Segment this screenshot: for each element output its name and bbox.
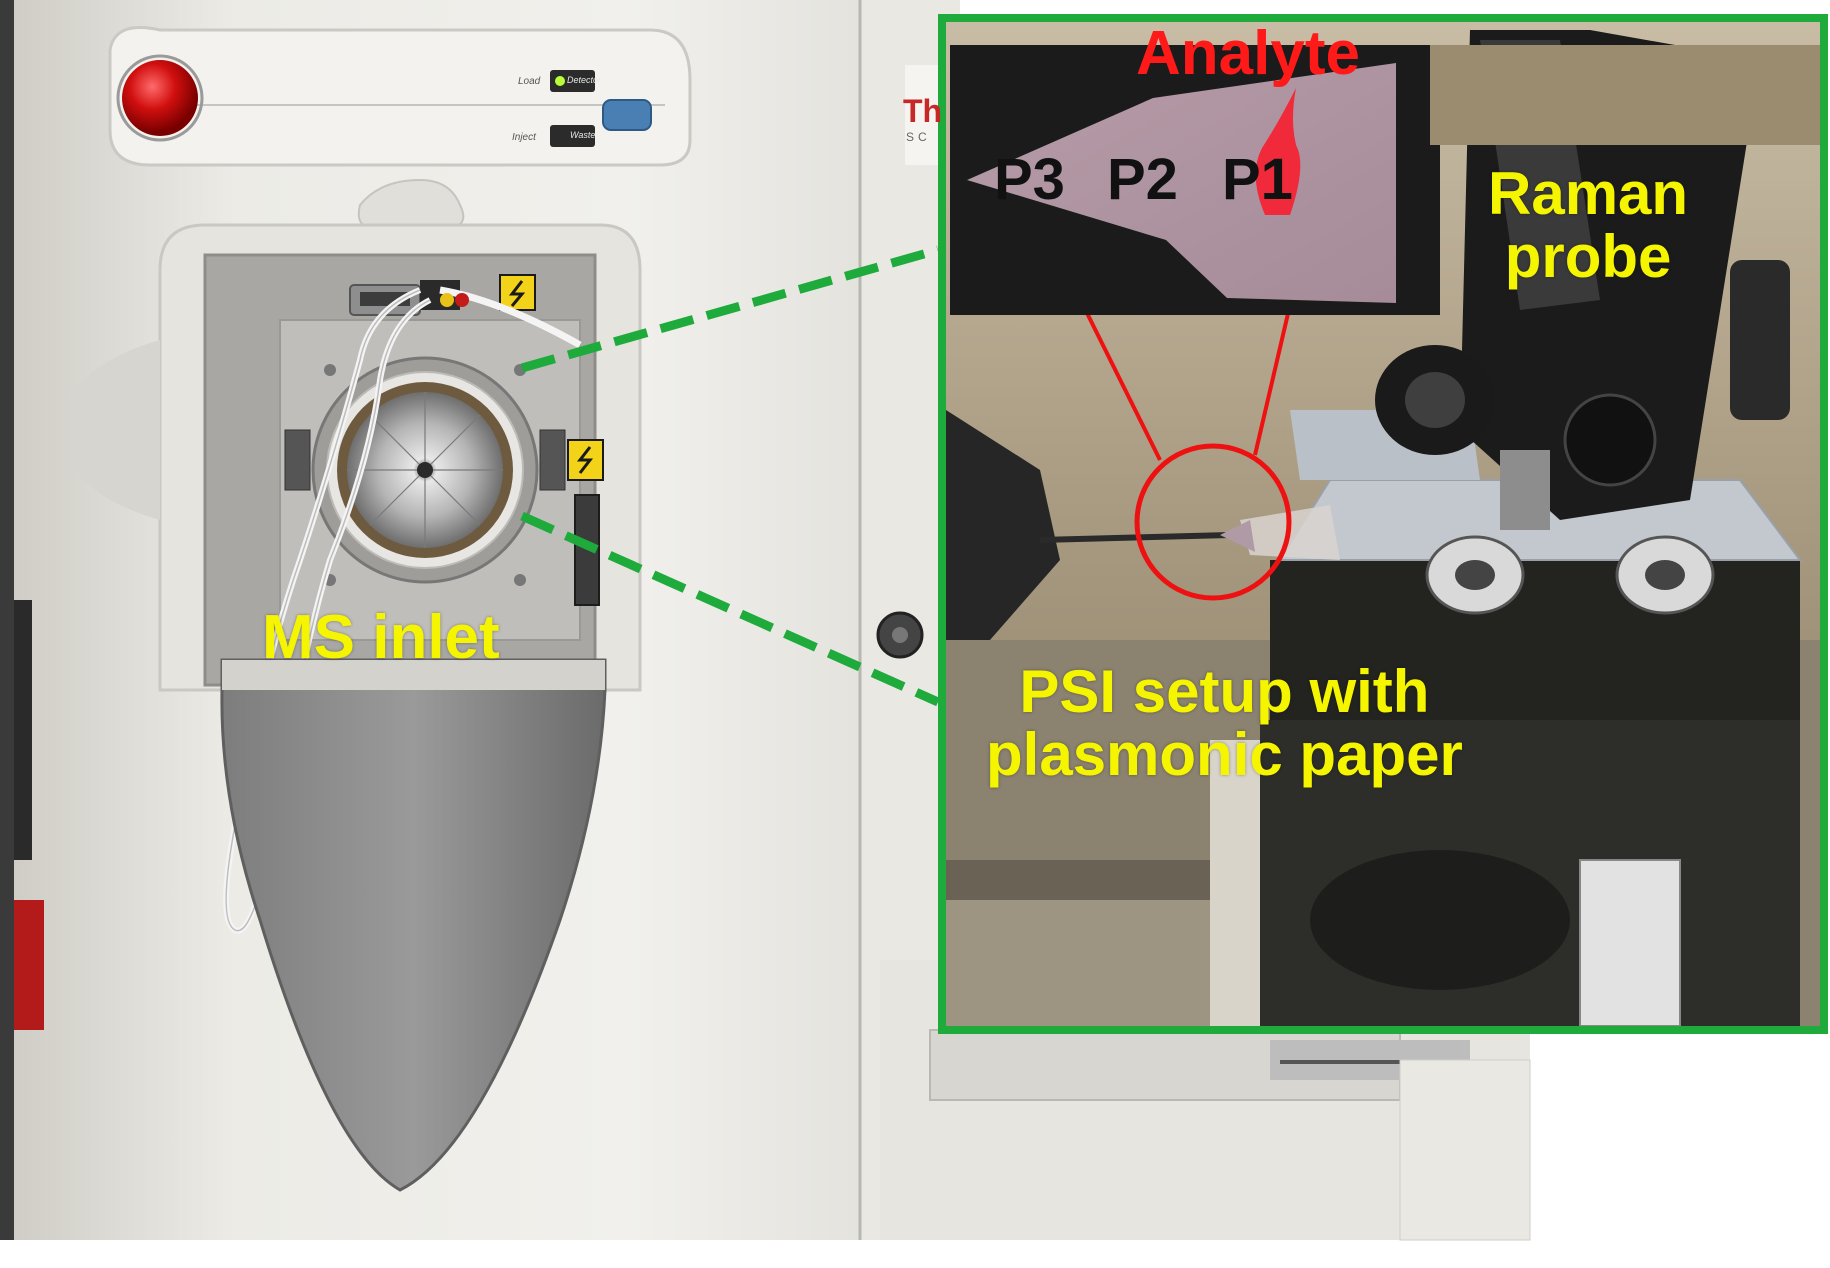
analyte-label: Analyte <box>1136 19 1360 88</box>
p2-label: P2 <box>1107 147 1178 212</box>
zoom-circle <box>1134 443 1292 601</box>
analyte-drop <box>1255 88 1301 215</box>
detector-label: Detector <box>567 75 602 85</box>
p1-label: P1 <box>1222 147 1293 212</box>
ms-inlet-label: MS inlet <box>262 603 500 672</box>
micrometer <box>1579 859 1681 1026</box>
waste-label: Waste <box>570 130 596 140</box>
brand-sub: SC <box>906 130 931 144</box>
callout-lines <box>520 245 940 707</box>
raman-label-line1: Raman <box>1488 160 1689 227</box>
psi-label-line2: plasmonic paper <box>986 721 1463 788</box>
holder <box>946 410 1060 640</box>
psi-setup-label: PSI setup with plasmonic paper <box>986 660 1463 786</box>
p3-label: P3 <box>994 147 1065 212</box>
inset-frame <box>938 14 1828 1034</box>
emergency-stop-icon <box>122 60 198 136</box>
inject-label: Inject <box>512 132 536 143</box>
control-strip <box>108 26 692 167</box>
inset-photo <box>946 22 1820 1026</box>
front-tray <box>220 658 607 1192</box>
raman-probe-label: Raman probe <box>1488 162 1688 288</box>
psi-label-line1: PSI setup with <box>1019 658 1430 725</box>
brand-fragment: Th <box>903 93 943 129</box>
raman-label-line2: probe <box>1504 223 1672 290</box>
load-label: Load <box>518 76 541 87</box>
